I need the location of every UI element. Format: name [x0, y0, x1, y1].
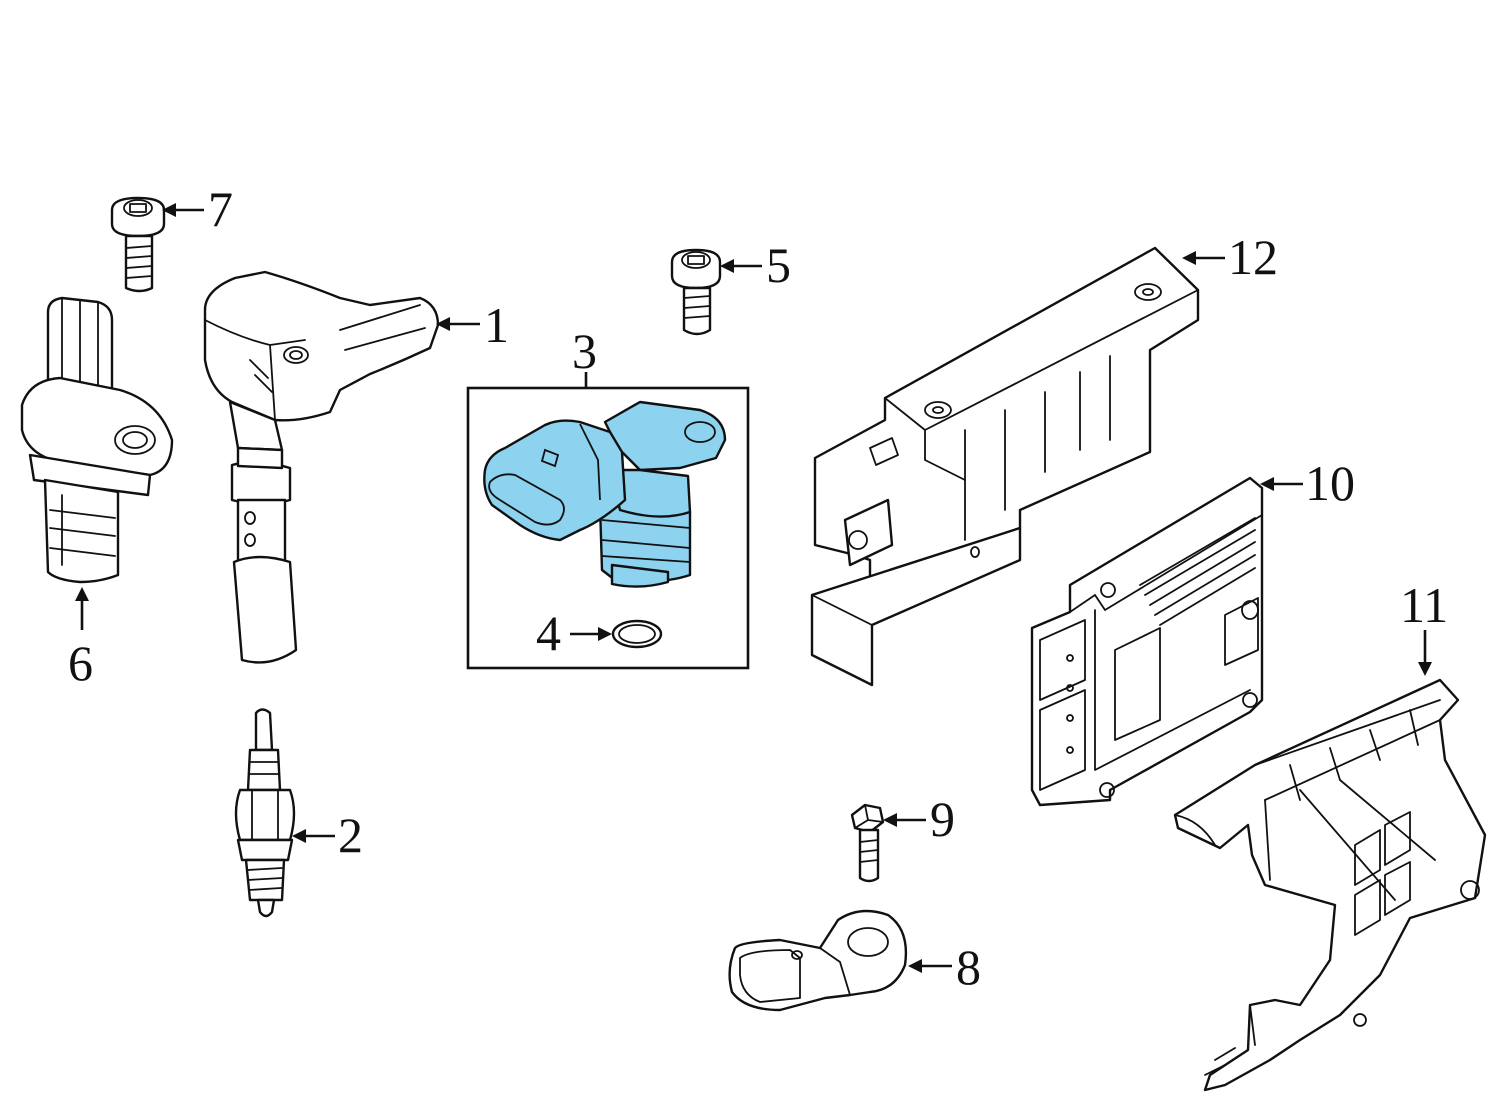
callout-3: 3: [572, 323, 597, 379]
part-1-ignition-coil: [203, 270, 440, 664]
part-5-screw: [670, 248, 722, 336]
callout-8: 8: [956, 939, 981, 995]
callout-4: 4: [536, 605, 561, 661]
part-12-bracket: [810, 246, 1200, 687]
callout-10: 10: [1305, 455, 1355, 511]
part-9-bolt: [850, 803, 885, 883]
callout-9: 9: [930, 791, 955, 847]
callout-5: 5: [766, 237, 791, 293]
part-3-box: [466, 386, 750, 670]
part-7-screw: [110, 196, 166, 293]
part-2-spark-plug: [234, 708, 296, 918]
callout-6: 6: [68, 635, 93, 691]
callout-2: 2: [338, 807, 363, 863]
part-8-knock-sensor: [728, 909, 908, 1012]
part-6-sensor: [20, 296, 174, 584]
callout-7: 7: [208, 181, 233, 237]
callout-11: 11: [1400, 577, 1448, 633]
part-11-bracket: [1173, 678, 1487, 1092]
callout-12: 12: [1228, 229, 1278, 285]
leaders: [75, 203, 1432, 973]
callout-1: 1: [484, 297, 509, 353]
part-10-ecu: [1030, 476, 1264, 807]
